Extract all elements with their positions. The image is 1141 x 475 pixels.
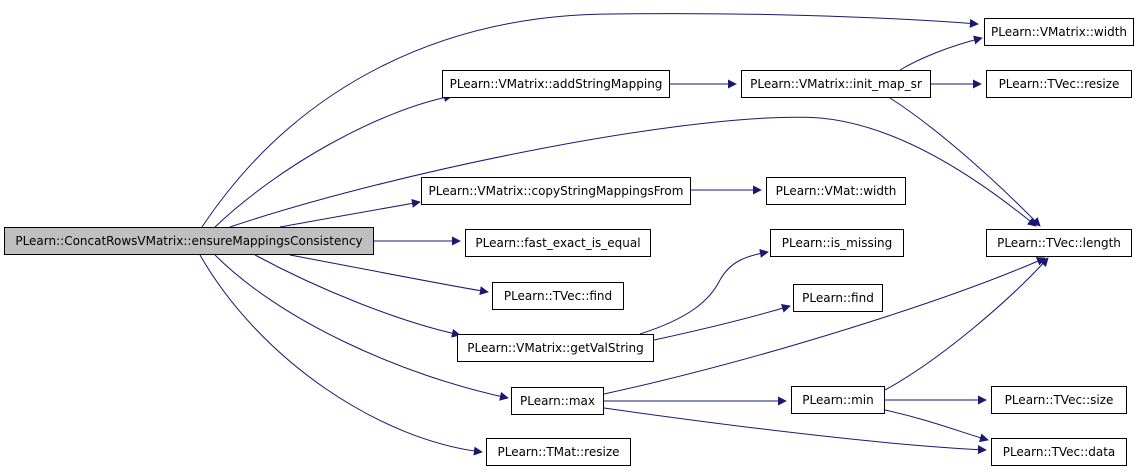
node-plearn-max[interactable]: PLearn::max xyxy=(511,387,604,415)
node-vmatrix-width[interactable]: PLearn::VMatrix::width xyxy=(984,18,1134,46)
edge-root-to-vmatrix-width xyxy=(201,13,979,228)
node-label: PLearn::TVec::find xyxy=(503,289,613,303)
edge-init-map-sr-to-vmatrix-width xyxy=(899,35,983,71)
node-label: PLearn::max xyxy=(519,394,595,408)
edge-root-to-tvec-length xyxy=(229,116,1037,228)
edge-root-to-get-val-string xyxy=(254,254,461,338)
node-get-val-string[interactable]: PLearn::VMatrix::getValString xyxy=(457,334,654,362)
node-plearn-find[interactable]: PLearn::find xyxy=(793,284,883,312)
edge-init-map-sr-to-tvec-length xyxy=(889,97,1041,227)
node-is-missing[interactable]: PLearn::is_missing xyxy=(770,229,904,257)
node-add-string-mapping[interactable]: PLearn::VMatrix::addStringMapping xyxy=(442,70,670,98)
edge-plearn-max-to-tvec-length xyxy=(603,257,1046,395)
edge-root-to-plearn-max xyxy=(214,254,509,401)
node-tvec-resize[interactable]: PLearn::TVec::resize xyxy=(986,70,1132,98)
edge-get-val-string-to-plearn-find xyxy=(653,304,791,341)
node-label: PLearn::TMat::resize xyxy=(497,445,620,459)
node-label: PLearn::find xyxy=(802,291,874,305)
node-copy-string-mappings-from[interactable]: PLearn::VMatrix::copyStringMappingsFrom xyxy=(421,177,691,205)
node-label: PLearn::VMatrix::copyStringMappingsFrom xyxy=(428,184,684,198)
node-label: PLearn::min xyxy=(802,393,874,407)
node-label: PLearn::TVec::size xyxy=(1004,393,1114,407)
edge-plearn-max-to-tvec-data xyxy=(603,407,987,455)
edge-root-to-tvec-find xyxy=(289,254,489,296)
node-label: PLearn::TVec::resize xyxy=(998,77,1120,91)
edge-get-val-string-to-is-missing xyxy=(639,248,769,335)
node-plearn-min[interactable]: PLearn::min xyxy=(791,386,885,414)
node-tmat-resize[interactable]: PLearn::TMat::resize xyxy=(486,438,631,466)
edge-plearn-min-to-tvec-data xyxy=(884,409,989,443)
node-fast-exact-is-equal[interactable]: PLearn::fast_exact_is_equal xyxy=(465,229,651,257)
node-label: PLearn::TVec::data xyxy=(1002,445,1116,459)
edge-root-to-add-string-mapping xyxy=(214,93,453,228)
node-label: PLearn::TVec::length xyxy=(997,236,1121,250)
node-label: PLearn::is_missing xyxy=(781,236,893,250)
node-label: PLearn::VMatrix::width xyxy=(990,25,1127,39)
edge-root-to-copy-string-mappings-from xyxy=(279,198,421,228)
node-label: PLearn::VMatrix::addStringMapping xyxy=(449,77,663,91)
edge-root-to-tmat-resize xyxy=(199,254,483,456)
node-tvec-data[interactable]: PLearn::TVec::data xyxy=(991,438,1127,466)
node-tvec-find[interactable]: PLearn::TVec::find xyxy=(492,282,624,310)
node-label: PLearn::ConcatRowsVMatrix::ensureMapping… xyxy=(15,234,363,248)
node-tvec-length[interactable]: PLearn::TVec::length xyxy=(986,229,1132,257)
node-init-map-sr[interactable]: PLearn::VMatrix::init_map_sr xyxy=(741,70,931,98)
node-root: PLearn::ConcatRowsVMatrix::ensureMapping… xyxy=(4,227,374,255)
edge-plearn-min-to-tvec-length xyxy=(884,257,1049,391)
node-label: PLearn::fast_exact_is_equal xyxy=(475,236,641,250)
node-tvec-size[interactable]: PLearn::TVec::size xyxy=(991,386,1127,414)
node-vmat-width[interactable]: PLearn::VMat::width xyxy=(766,177,906,205)
node-label: PLearn::VMatrix::init_map_sr xyxy=(750,77,922,91)
node-label: PLearn::VMat::width xyxy=(775,184,897,198)
node-label: PLearn::VMatrix::getValString xyxy=(467,341,644,355)
